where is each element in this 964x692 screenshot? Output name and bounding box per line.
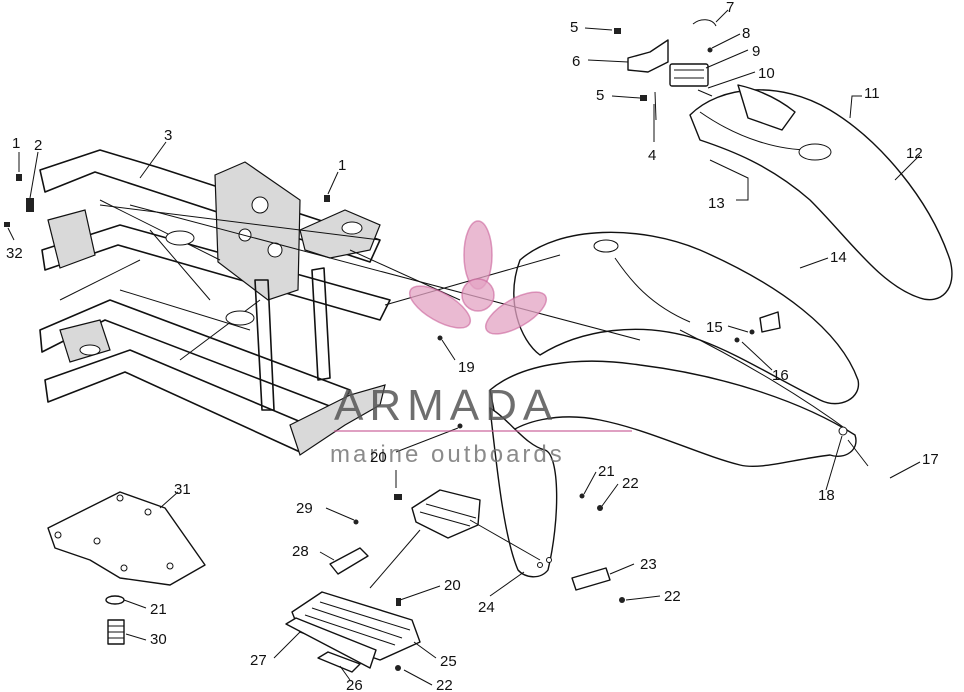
vehicle-frame xyxy=(39,149,391,456)
callout-11: 11 xyxy=(864,85,880,102)
front-fender xyxy=(489,231,860,468)
callout-15: 15 xyxy=(706,319,723,336)
bolt-marker xyxy=(16,174,22,181)
callout-14: 14 xyxy=(830,249,847,266)
bolt-marker xyxy=(4,222,10,227)
callout-29: 29 xyxy=(296,500,313,517)
callout-24: 24 xyxy=(478,599,495,616)
callout-19: 19 xyxy=(458,359,475,376)
callout-23: 23 xyxy=(640,556,657,573)
callout-31: 31 xyxy=(174,481,191,498)
bolt-marker xyxy=(324,195,330,202)
callout-30: 30 xyxy=(150,631,167,648)
footrest xyxy=(285,591,421,673)
callout-4: 4 xyxy=(648,147,656,164)
callout-20: 20 xyxy=(370,449,387,466)
callout-21: 21 xyxy=(598,463,615,480)
washer xyxy=(105,595,125,605)
callout-22: 22 xyxy=(436,677,453,692)
taillight-bracket xyxy=(614,19,717,121)
callout-22: 22 xyxy=(664,588,681,605)
callout-28: 28 xyxy=(292,543,309,560)
callout-27: 27 xyxy=(250,652,267,669)
clip-marker xyxy=(26,198,34,212)
callout-13: 13 xyxy=(708,195,725,212)
rear-fender xyxy=(689,84,953,301)
callout-9: 9 xyxy=(752,43,760,60)
callout-labels: 1 2 3 1 32 5 7 8 6 9 10 5 11 4 12 13 14 … xyxy=(6,0,939,692)
callout-26: 26 xyxy=(346,677,363,692)
callout-6: 6 xyxy=(572,53,580,70)
callout-21: 21 xyxy=(150,601,167,618)
callout-20: 20 xyxy=(444,577,461,594)
callout-10: 10 xyxy=(758,65,775,82)
callout-5: 5 xyxy=(570,19,578,36)
propeller-logo-icon xyxy=(408,220,548,335)
callout-5: 5 xyxy=(596,87,604,104)
callout-2: 2 xyxy=(34,137,42,154)
mud-flap xyxy=(489,407,611,591)
callout-12: 12 xyxy=(906,145,923,162)
bracket xyxy=(329,547,369,575)
callout-22: 22 xyxy=(622,475,639,492)
callout-3: 3 xyxy=(164,127,172,144)
callout-25: 25 xyxy=(440,653,457,670)
watermark-tagline: marine outboards xyxy=(330,441,565,468)
callout-1: 1 xyxy=(12,135,20,152)
watermark-brand: ARMADA xyxy=(334,381,558,430)
callout-1: 1 xyxy=(338,157,346,174)
step-plate xyxy=(411,489,481,539)
callout-32: 32 xyxy=(6,245,23,262)
leader-lines xyxy=(7,9,921,686)
watermark: ARMADA marine outboards xyxy=(330,220,632,468)
callout-8: 8 xyxy=(742,25,750,42)
callout-16: 16 xyxy=(772,367,789,384)
skid-plate xyxy=(47,491,206,586)
callout-18: 18 xyxy=(818,487,835,504)
callout-17: 17 xyxy=(922,451,939,468)
callout-7: 7 xyxy=(726,0,734,16)
